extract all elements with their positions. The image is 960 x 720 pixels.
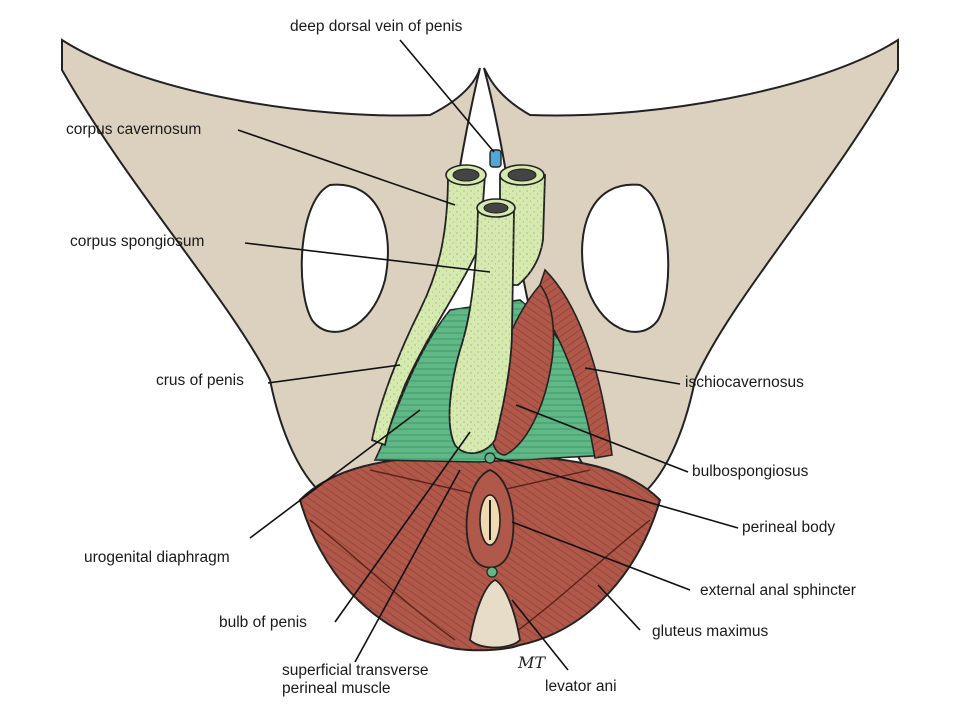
anal-region: [465, 452, 515, 578]
label-superficial-transverse-1: superficial transverse: [282, 662, 429, 679]
leader-lines: [237, 39, 739, 671]
label-bulb-of-penis: bulb of penis: [219, 614, 307, 631]
label-bulbospongiosus: bulbospongiosus: [692, 463, 809, 480]
label-levator-ani: levator ani: [545, 678, 617, 695]
label-superficial-transverse-2: perineal muscle: [282, 680, 391, 697]
right-muscles: [488, 268, 613, 459]
label-corpus-cavernosum: corpus cavernosum: [66, 121, 202, 138]
label-crus-of-penis: crus of penis: [156, 372, 244, 389]
label-deep-dorsal-vein: deep dorsal vein of penis: [290, 18, 463, 35]
label-urogenital-diaphragm: urogenital diaphragm: [84, 549, 230, 566]
label-gluteus-maximus: gluteus maximus: [652, 623, 769, 640]
artist-signature: MT: [517, 653, 546, 672]
obturator-foramen-right: [581, 183, 670, 333]
label-external-anal-sphincter: external anal sphincter: [700, 582, 856, 599]
obturator-foramen-left: [300, 183, 389, 333]
label-corpus-spongiosum: corpus spongiosum: [70, 233, 205, 250]
deep-dorsal-vein: [489, 149, 502, 168]
coccyx: [469, 578, 521, 649]
corpora: [370, 164, 546, 454]
label-perineal-body: perineal body: [742, 519, 836, 536]
label-ischiocavernosus: ischiocavernosus: [685, 374, 804, 391]
